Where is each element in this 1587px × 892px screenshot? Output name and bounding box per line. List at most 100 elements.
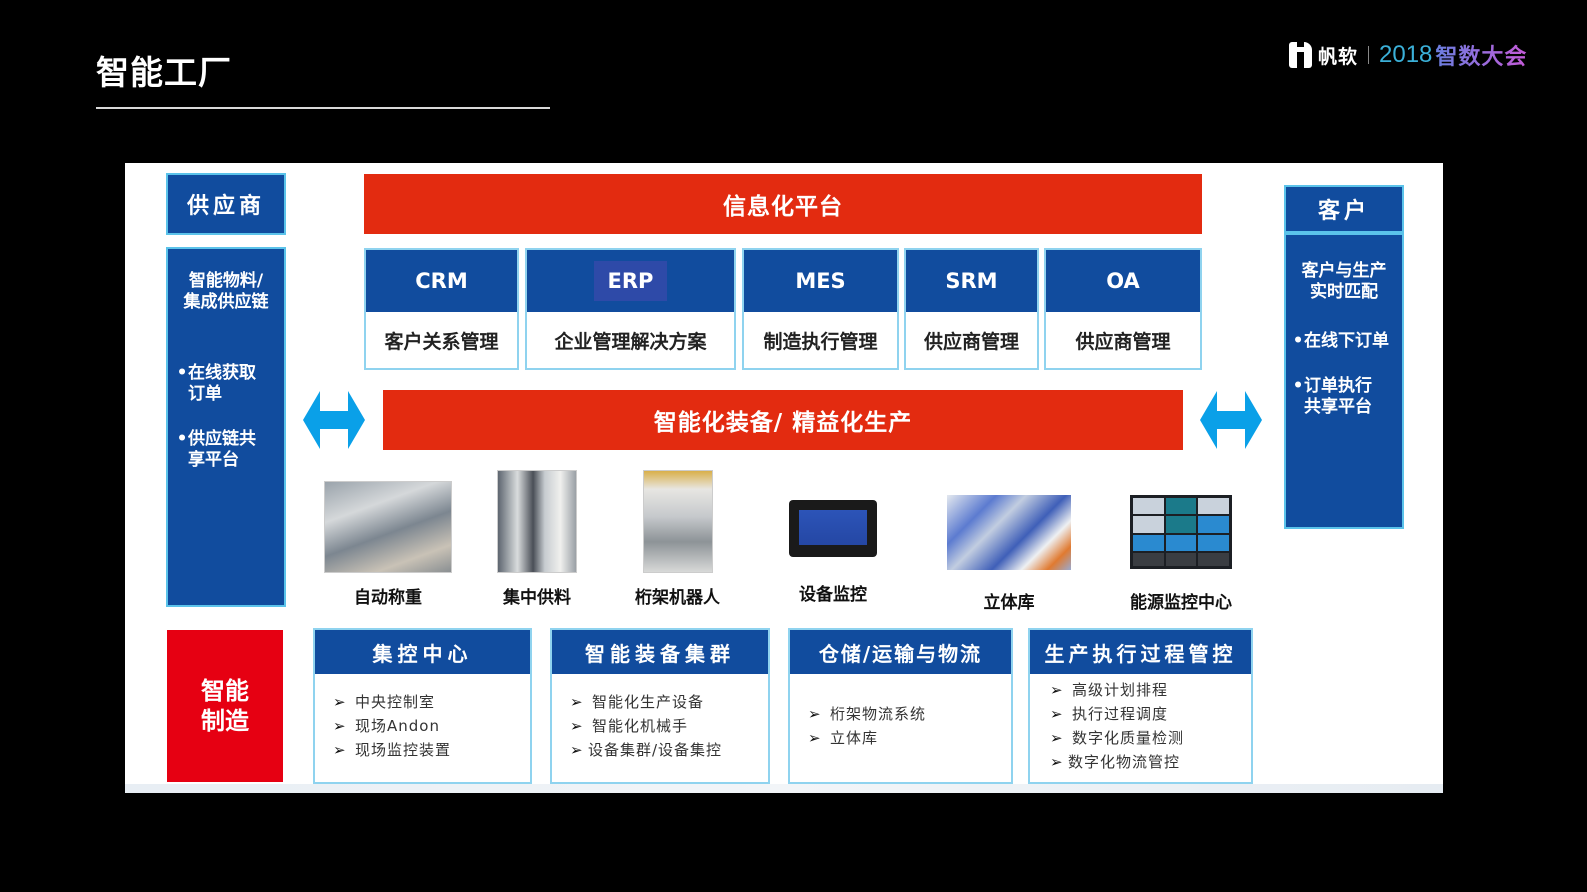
smart-factory-diagram: 供应商 智能物料/ 集成供应链 • 在线获取 订单 • 供应链共 享平台 信息化… [125, 163, 1443, 793]
gantry-robot-photo [642, 470, 713, 573]
capability-item: ➢设备集群/设备集控 [570, 738, 768, 762]
chevron-right-icon: ➢ [570, 741, 584, 759]
capability-item-text: 桁架物流系统 [830, 705, 927, 723]
capability-item: ➢智能化生产设备 [570, 690, 768, 714]
equipment-automated-warehouse: 立体库 [947, 495, 1071, 613]
chevron-right-icon: ➢ [570, 717, 584, 735]
bullet-dot-icon: • [176, 363, 188, 383]
capability-item: ➢现场Andon [333, 714, 530, 738]
brand-year: 2018 [1379, 41, 1433, 68]
capability-card-equipment-cluster: 智能装备集群 ➢智能化生产设备 ➢智能化机械手 ➢设备集群/设备集控 [550, 628, 770, 784]
equipment-monitor-hmi-photo [789, 500, 877, 557]
supplier-header: 供应商 [166, 173, 286, 235]
capability-item-text: 立体库 [830, 729, 879, 747]
double-arrow-icon [303, 391, 365, 449]
customer-panel: 客户与生产 实时匹配 • 在线下订单 • 订单执行 共享平台 [1284, 233, 1404, 529]
customer-title: 客户 [1317, 199, 1370, 224]
customer-description: 客户与生产 实时匹配 [1292, 261, 1396, 303]
bullet-dot-icon: • [176, 429, 188, 449]
system-code: CRM [415, 269, 468, 293]
equipment-label: 设备监控 [799, 585, 867, 605]
info-platform-bar: 信息化平台 [364, 174, 1202, 234]
capability-item-text: 数字化质量检测 [1072, 729, 1185, 747]
capability-item-text: 高级计划排程 [1072, 681, 1169, 699]
bullet-dot-icon: • [1292, 331, 1304, 351]
production-bar-title: 智能化装备/ 精益化生产 [653, 410, 913, 436]
brand-event: 智数大会 [1435, 39, 1527, 71]
bullet-text: 在线获取 [188, 363, 256, 383]
capability-item: ➢桁架物流系统 [808, 702, 1011, 726]
bullet-text: 订单执行 [1304, 376, 1372, 396]
automated-warehouse-photo [947, 495, 1071, 570]
chevron-right-icon: ➢ [808, 729, 822, 747]
capability-item-text: 设备集群/设备集控 [588, 741, 723, 759]
capability-item: ➢现场监控装置 [333, 738, 530, 762]
system-card-srm: SRM 供应商管理 [904, 248, 1039, 370]
chevron-right-icon: ➢ [333, 717, 347, 735]
page-title: 智能工厂 [96, 53, 232, 92]
capability-title: 集控中心 [315, 630, 530, 674]
manufacturing-title-line: 智能 [201, 677, 249, 705]
info-platform-title: 信息化平台 [723, 194, 843, 220]
supplier-description: 智能物料/ 集成供应链 [176, 271, 276, 313]
system-name: 制造执行管理 [763, 330, 878, 353]
capability-title: 生产执行过程管控 [1030, 630, 1251, 674]
bullet-text: 享平台 [188, 450, 239, 470]
customer-bullet: • 订单执行 共享平台 [1292, 376, 1396, 418]
bullet-text: 共享平台 [1304, 397, 1372, 417]
customer-description-line: 客户与生产 [1301, 261, 1387, 281]
equipment-label: 能源监控中心 [1130, 593, 1232, 613]
system-card-mes: MES 制造执行管理 [742, 248, 899, 370]
system-code: OA [1106, 269, 1140, 293]
manufacturing-title-line: 制造 [201, 707, 249, 735]
supplier-description-line: 集成供应链 [183, 292, 269, 312]
system-code: SRM [945, 269, 998, 293]
equipment-label: 立体库 [983, 593, 1035, 613]
smart-manufacturing-block: 智能 制造 [167, 630, 283, 782]
capability-item: ➢执行过程调度 [1050, 702, 1251, 726]
title-divider [96, 107, 550, 109]
supplier-title: 供应商 [186, 194, 265, 219]
system-name: 客户关系管理 [384, 330, 499, 353]
chevron-right-icon: ➢ [570, 693, 584, 711]
bullet-text: 供应链共 [188, 429, 256, 449]
capability-item: ➢数字化物流管控 [1050, 750, 1251, 774]
system-code: ERP [593, 261, 668, 301]
capability-title: 仓储/运输与物流 [790, 630, 1011, 674]
capability-item: ➢ 智能化机械手 [570, 714, 768, 738]
capability-item-text: 中央控制室 [355, 693, 436, 711]
capability-card-production-control: 生产执行过程管控 ➢高级计划排程 ➢执行过程调度 ➢ 数字化质量检测 ➢数字化物流… [1028, 628, 1253, 784]
automatic-weighing-photo [324, 481, 452, 573]
bullet-dot-icon: • [1292, 376, 1304, 396]
capability-item: ➢ 立体库 [808, 726, 1011, 750]
capability-card-control-center: 集控中心 ➢中央控制室 ➢现场Andon ➢现场监控装置 [313, 628, 532, 784]
energy-monitoring-center-photo [1130, 495, 1232, 569]
brand-separator [1368, 46, 1370, 64]
system-name: 供应商管理 [923, 330, 1019, 353]
customer-header: 客户 [1284, 185, 1404, 233]
capability-item: ➢中央控制室 [333, 690, 530, 714]
capability-item-text: 智能化机械手 [592, 717, 689, 735]
equipment-energy-monitoring: 能源监控中心 [1130, 495, 1232, 613]
system-name: 供应商管理 [1075, 330, 1171, 353]
equipment-monitoring: 设备监控 [789, 500, 877, 605]
capability-item: ➢高级计划排程 [1050, 678, 1251, 702]
supplier-bullet: • 供应链共 享平台 [176, 429, 276, 471]
supplier-panel: 智能物料/ 集成供应链 • 在线获取 订单 • 供应链共 享平台 [166, 247, 286, 607]
fanruan-logo-icon [1289, 42, 1312, 68]
bullet-text: 订单 [188, 384, 222, 404]
capability-title: 智能装备集群 [552, 630, 768, 674]
chevron-right-icon: ➢ [1050, 729, 1064, 747]
system-card-erp: ERP 企业管理解决方案 [525, 248, 736, 370]
customer-bullet: • 在线下订单 [1292, 331, 1396, 352]
equipment-automatic-weighing: 自动称重 [324, 481, 452, 608]
brand-name: 帆软 [1318, 45, 1359, 68]
system-card-oa: OA 供应商管理 [1044, 248, 1202, 370]
supplier-description-line: 智能物料/ [188, 271, 264, 291]
system-code: MES [795, 269, 846, 293]
equipment-label: 集中供料 [503, 588, 571, 608]
equipment-centralized-feeding: 集中供料 [497, 470, 577, 608]
double-arrow-icon [1200, 391, 1262, 449]
equipment-label: 自动称重 [354, 588, 422, 608]
customer-description-line: 实时匹配 [1310, 282, 1378, 302]
